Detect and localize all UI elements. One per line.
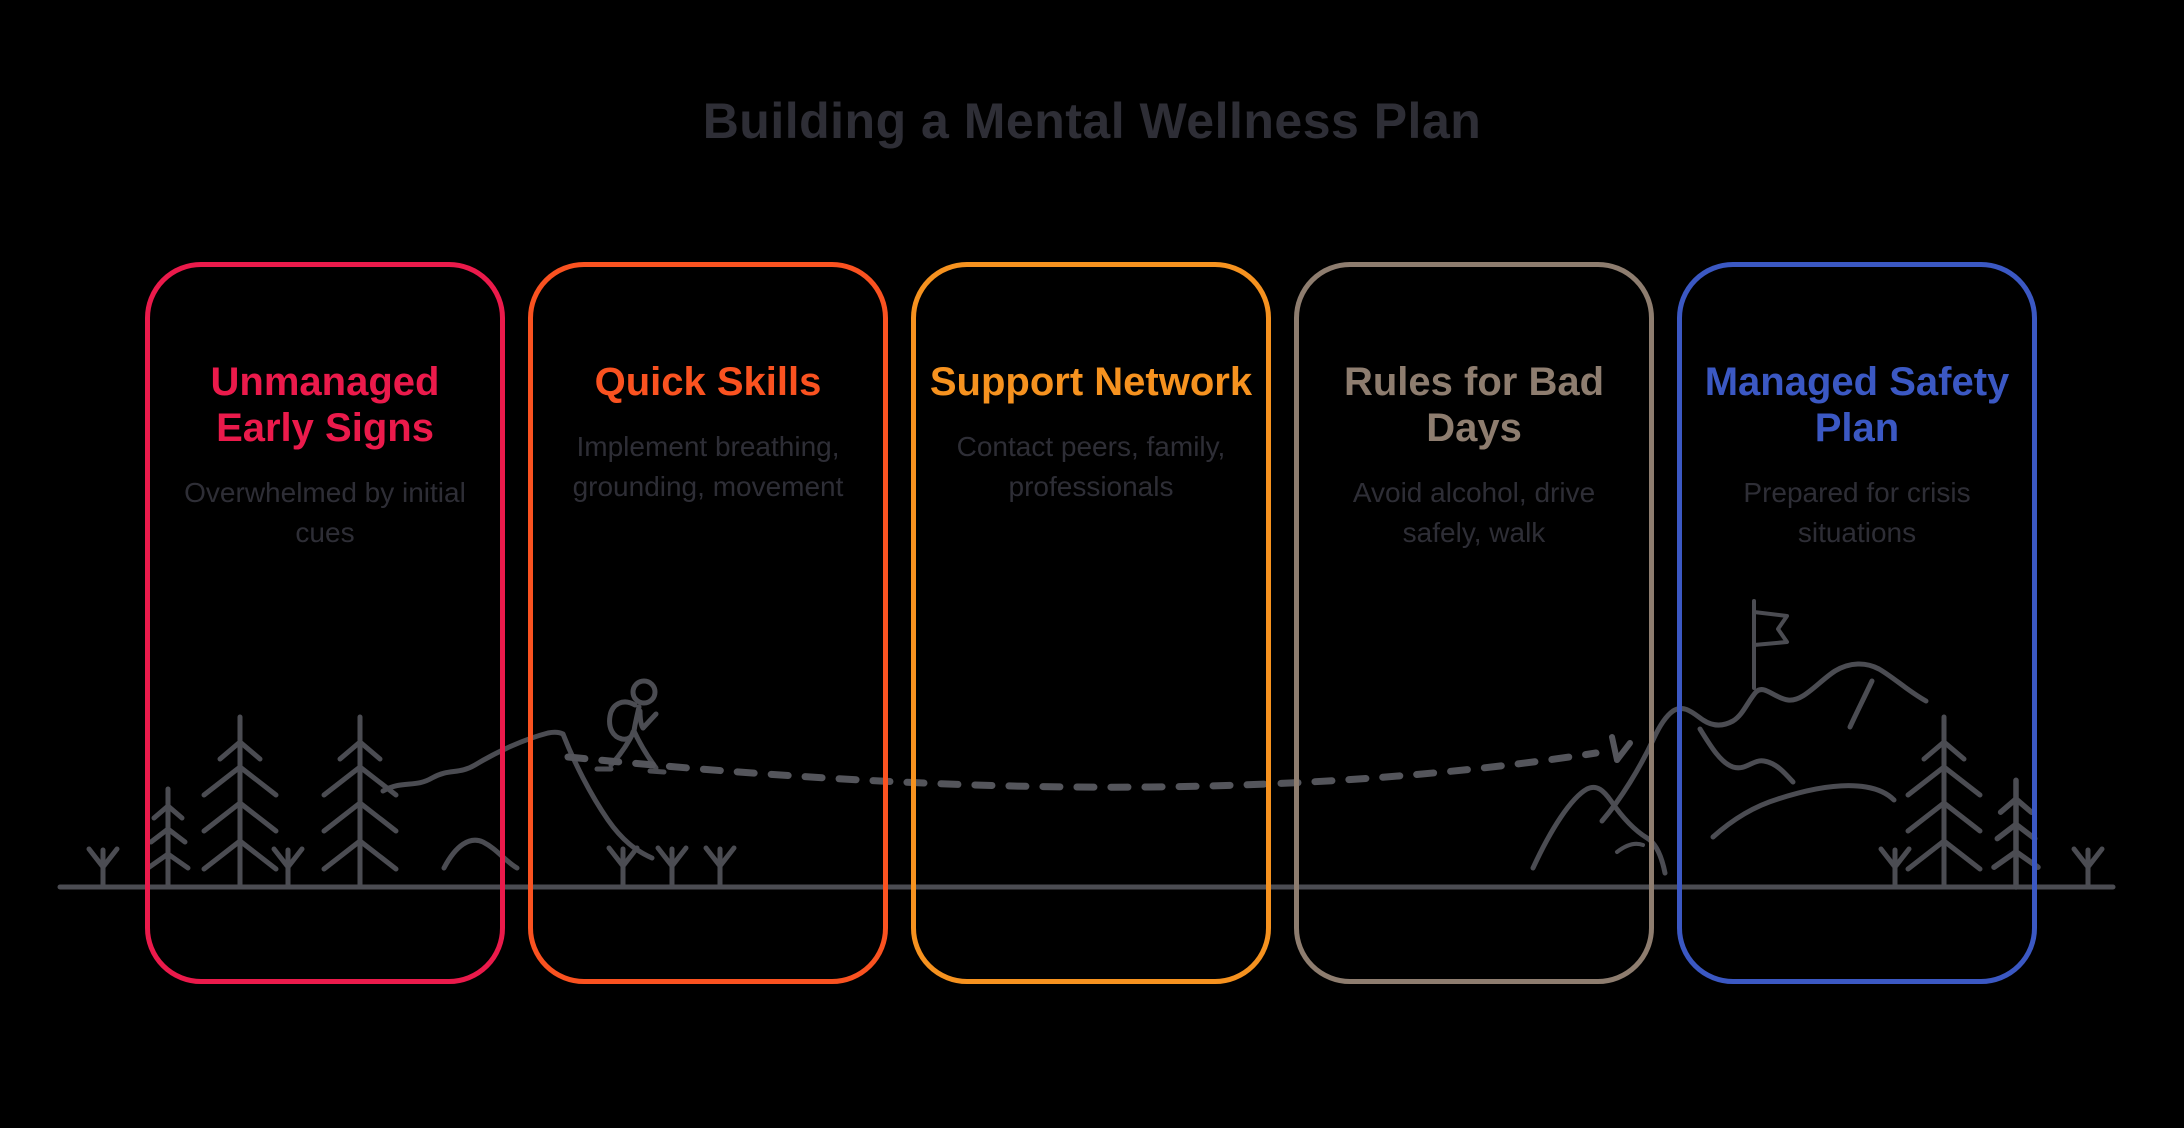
stage-card-title: Rules for Bad Days [1343, 360, 1605, 450]
small-hill-line [441, 837, 520, 871]
sprout-icon [2074, 849, 2102, 886]
sprout-icon [89, 849, 117, 886]
diagram-title: Building a Mental Wellness Plan [702, 93, 1482, 149]
hill-ridge-line [380, 729, 566, 794]
mountain-ridge-line [1599, 661, 1929, 824]
stage-card-quick-skills: Quick Skills Implement breathing, ground… [528, 262, 888, 984]
mid-ridge-line [1697, 726, 1796, 785]
stage-card-support-network: Support Network Contact peers, family, p… [911, 262, 1271, 984]
trail [564, 734, 1633, 791]
stage-card-title: Managed Safety Plan [1704, 360, 2010, 450]
stage-card-title: Unmanaged Early Signs [210, 360, 440, 450]
crevice-line [1615, 841, 1645, 854]
stage-card-rules-for-bad-days: Rules for Bad Days Avoid alcohol, drive … [1294, 262, 1654, 984]
trail-arrow-icon [1609, 734, 1633, 763]
lower-ridge-line [1710, 783, 1897, 840]
trail-dashed-line [564, 749, 1600, 791]
stage-card-description: Contact peers, family, professionals [956, 431, 1226, 502]
summit-flag-icon [1752, 599, 1789, 690]
stage-card-title: Support Network [929, 360, 1253, 404]
stage-card-description: Avoid alcohol, drive safely, walk [1352, 477, 1596, 548]
stage-cards-row: Unmanaged Early Signs Overwhelmed by ini… [145, 262, 2037, 984]
stage-card-unmanaged-early-signs: Unmanaged Early Signs Overwhelmed by ini… [145, 262, 505, 984]
stage-card-description: Prepared for crisis situations [1743, 477, 1971, 548]
mountain-face-line [1847, 678, 1875, 730]
stage-card-description: Implement breathing, grounding, movement [572, 431, 844, 502]
stage-card-managed-safety-plan: Managed Safety Plan Prepared for crisis … [1677, 262, 2037, 984]
stage-card-title: Quick Skills [594, 360, 822, 404]
stage-card-description: Overwhelmed by initial cues [184, 477, 466, 548]
